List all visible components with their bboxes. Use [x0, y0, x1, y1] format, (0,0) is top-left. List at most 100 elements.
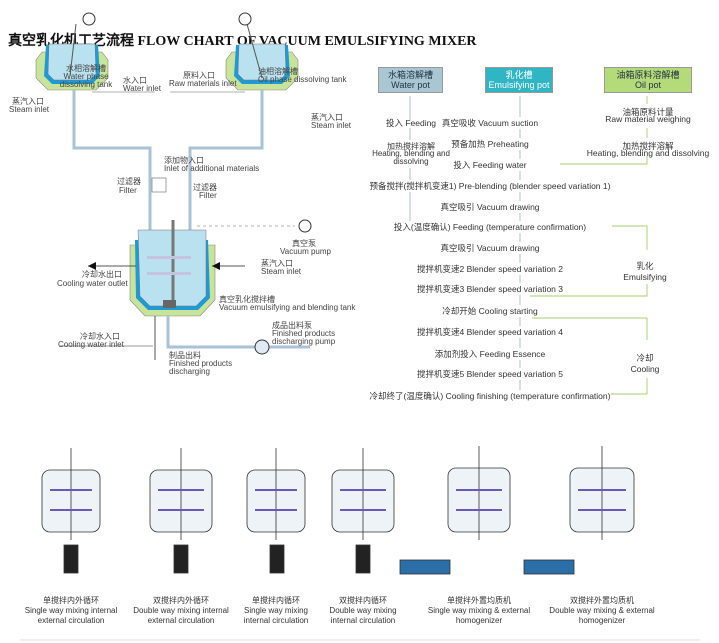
water-step: 加热搅拌溶解: [387, 142, 435, 151]
raw-inlet-label-en: Raw materials inlet: [169, 79, 237, 88]
phase-cn: 乳化: [636, 261, 654, 271]
water-phase-tank: [35, 12, 109, 91]
cooling-outlet-cn: 冷却水出口: [82, 270, 122, 279]
flow-step: 投入 Feeding water: [453, 159, 527, 171]
water-step: dissolving: [393, 157, 429, 166]
flow-step: 搅拌机变速5 Blender speed variation 5: [417, 368, 563, 380]
cooling-inlet-cn: 冷却水入口: [80, 332, 120, 341]
discharging-en: Finished products: [169, 359, 233, 368]
filter-left-cn: 过滤器: [117, 177, 141, 186]
caption-cn: 双搅拌内循环: [338, 596, 387, 605]
main-tank-cn: 真空乳化搅拌槽: [219, 295, 275, 304]
water-step: 投入 Feeding: [385, 118, 437, 128]
main-tank-en: Vacuum emulsifying and blending tank: [219, 303, 356, 312]
flow-step: 添加剂投入 Feeding Essence: [434, 348, 546, 360]
mixing-paddles: [50, 489, 626, 511]
vacuum-pump-en: Vacuum pump: [280, 247, 331, 256]
flow-step: 真空吸引 Vacuum drawing: [440, 242, 540, 254]
vacuum-emulsifying-tank: [129, 220, 216, 317]
steam-inlet-left-cn: 蒸汽入口: [12, 97, 44, 106]
caption-en1: Double way mixing & external: [549, 606, 655, 615]
oil-tank-label-en: Oil phase dissolving tank: [258, 75, 347, 84]
discharge-pump-cn: 成品出料泵: [272, 321, 312, 330]
flow-step: 搅拌机变速2 Blender speed variation 2: [417, 263, 563, 275]
oil-step: 加热搅拌溶解: [622, 141, 674, 151]
oil-phase-tank: [225, 12, 299, 91]
caption-en1: Single way mixing & external: [427, 606, 531, 615]
box-cn: 水箱溶解槽: [387, 70, 433, 80]
cooling-outlet-en: Cooling water outlet: [57, 279, 128, 288]
box-en: Oil pot: [634, 80, 661, 90]
water-inlet-label-cn: 水入口: [123, 76, 147, 85]
flow-step: 冷却开始 Cooling starting: [442, 305, 538, 317]
flow-step: 搅拌机变速4 Blender speed variation 4: [417, 326, 563, 338]
cooling-inlet-en: Cooling water inlet: [58, 340, 124, 349]
steam-inlet-main-en: Steam inlet: [261, 267, 302, 276]
steam-inlet-left-en: Steam inlet: [9, 105, 50, 114]
page-title: 真空乳化机工艺流程 FLOW CHART OF VACUUM EMULSIFYI…: [8, 34, 477, 49]
caption-cn: 单搅拌内循环: [251, 596, 300, 605]
box-cn: 油箱原料溶解槽: [616, 70, 680, 80]
steam-inlet-main-cn: 蒸汽入口: [261, 259, 293, 268]
flow-step: 预备搅拌(搅拌机变速1) Pre-blending (blender speed…: [369, 180, 611, 192]
caption-cn: 单搅拌内外循环: [43, 596, 99, 605]
box-cn: 乳化槽: [505, 70, 533, 80]
caption-en1: Single way mixing: [243, 606, 309, 615]
caption-en2: internal circulation: [330, 616, 396, 625]
caption-cn: 单搅拌外置均质机: [447, 596, 511, 605]
oil-tank-label-cn: 油相溶解槽: [258, 67, 298, 76]
box-en: Emulsifying pot: [488, 80, 550, 90]
vacuum-pump-cn: 真空泵: [292, 239, 316, 248]
caption-en2: external circulation: [147, 616, 215, 625]
filter-left-en: Filter: [119, 186, 137, 195]
caption-en2: internal circulation: [243, 616, 309, 625]
flow-step: 真空吸收 Vacuum suction: [441, 117, 539, 129]
water-tank-label-en2: dissolving tank: [59, 80, 113, 89]
steam-inlet-right-en: Steam inlet: [311, 121, 352, 130]
box-en: Water pot: [391, 80, 430, 90]
additional-inlet-cn: 添加物入口: [164, 156, 204, 165]
flow-step: 真空吸引 Vacuum drawing: [440, 201, 540, 213]
caption-cn: 双搅拌内外循环: [152, 596, 209, 605]
phase-en: Emulsifying: [623, 272, 667, 282]
flow-step: 投入(温度确认) Feeding (temperature confirmati…: [393, 221, 587, 233]
caption-en2: homogenizer: [455, 616, 503, 625]
flow-step: 预备加热 Preheating: [451, 138, 529, 150]
caption-en1: Single way mixing internal: [24, 606, 118, 615]
phase-cn: 冷却: [636, 353, 654, 363]
water-tank-label-en: Water phase: [63, 72, 109, 81]
water-step: Heating, blending and: [372, 149, 450, 158]
additional-inlet-en: Inlet of additional materials: [164, 164, 260, 173]
water-inlet-label-en: Water inlet: [123, 84, 161, 93]
caption-en2: external circulation: [37, 616, 105, 625]
discharging-en2: discharging: [169, 367, 210, 376]
oil-step: Heating, blending and dissolving: [586, 148, 710, 158]
filter-right-en: Filter: [199, 191, 217, 200]
discharging-cn: 制品出料: [169, 351, 201, 360]
caption-cn: 双搅拌外置均质机: [569, 596, 634, 605]
caption-en2: homogenizer: [578, 616, 626, 625]
oil-step: Raw material weighing: [605, 114, 691, 124]
discharge-pump-en: Finished products: [272, 329, 336, 338]
flow-step: 冷却终了(温度确认) Cooling finishing (temperatur…: [369, 390, 611, 402]
phase-en: Cooling: [630, 364, 660, 374]
filter-right-cn: 过滤器: [193, 183, 217, 192]
raw-inlet-label-cn: 原料入口: [183, 71, 215, 80]
caption-en1: Double way mixing internal: [133, 606, 229, 615]
oil-step: 油箱原料计量: [622, 107, 674, 117]
discharge-pump-en2: discharging pump: [272, 337, 336, 346]
phase-brackets: [530, 96, 648, 395]
water-tank-label-cn: 水相溶解槽: [66, 64, 106, 73]
caption-en1: Double way mixing: [329, 606, 397, 615]
